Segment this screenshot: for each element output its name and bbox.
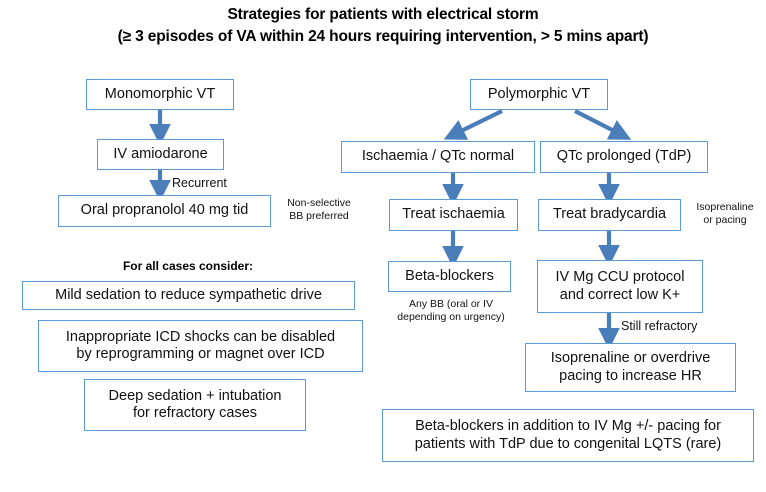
- node-isoprenaline-overdrive-pacing[interactable]: Isoprenaline or overdrive pacing to incr…: [525, 343, 736, 392]
- note-any-bb-line2: depending on urgency): [397, 310, 505, 323]
- node-beta-blockers[interactable]: Beta-blockers: [388, 261, 511, 292]
- note-isoprenaline-line2: or pacing: [703, 213, 747, 226]
- node-oral-propranolol[interactable]: Oral propranolol 40 mg tid: [58, 195, 271, 227]
- edge-label-recurrent: Recurrent: [172, 176, 227, 190]
- node-deep-sedation-line1: Deep sedation + intubation: [108, 387, 282, 404]
- node-deep-sedation-line2: for refractory cases: [132, 405, 258, 421]
- section-label-for-all-cases: For all cases consider:: [122, 259, 254, 273]
- node-deep-sedation[interactable]: Deep sedation + intubation for refractor…: [84, 379, 306, 431]
- node-isoprenaline-overdrive-line1: Isoprenaline or overdrive: [550, 350, 711, 367]
- node-bottom-beta-blockers-lqts[interactable]: Beta-blockers in addition to IV Mg +/- p…: [382, 409, 754, 462]
- node-mild-sedation-label: Mild sedation to reduce sympathetic driv…: [55, 286, 322, 303]
- page-title-line2: (≥ 3 episodes of VA within 24 hours requ…: [117, 28, 649, 45]
- node-monomorphic-vt-label: Monomorphic VT: [104, 85, 216, 102]
- note-isoprenaline-or-pacing: Isoprenaline or pacing: [686, 201, 764, 226]
- node-icd-shocks[interactable]: Inappropriate ICD shocks can be disabled…: [38, 320, 363, 372]
- arrow-polymorphic-to-qtc-prolonged: [574, 109, 632, 140]
- node-beta-blockers-label: Beta-blockers: [405, 267, 494, 284]
- node-iv-mg-line1: IV Mg CCU protocol: [555, 269, 685, 286]
- node-treat-bradycardia[interactable]: Treat bradycardia: [538, 199, 681, 231]
- node-iv-mg-line2: and correct low K+: [559, 286, 681, 303]
- node-treat-ischaemia[interactable]: Treat ischaemia: [389, 199, 518, 231]
- note-isoprenaline-line1: Isoprenaline: [696, 201, 754, 213]
- node-isoprenaline-overdrive-line2: pacing to increase HR: [559, 367, 702, 384]
- node-monomorphic-vt[interactable]: Monomorphic VT: [86, 79, 234, 110]
- node-ischaemia-qtc-normal-label: Ischaemia / QTc normal: [361, 148, 515, 165]
- node-treat-bradycardia-label: Treat bradycardia: [552, 206, 667, 223]
- edge-label-still-refractory: Still refractory: [621, 319, 698, 333]
- node-icd-shocks-line2: by reprogramming or magnet over ICD: [76, 346, 325, 362]
- node-iv-amiodarone[interactable]: IV amiodarone: [97, 139, 224, 170]
- node-polymorphic-vt-label: Polymorphic VT: [487, 85, 591, 102]
- node-mild-sedation[interactable]: Mild sedation to reduce sympathetic driv…: [22, 281, 355, 310]
- node-bottom-bb-line1: Beta-blockers in addition to IV Mg +/- p…: [415, 418, 721, 435]
- note-non-selective-line1: Non-selective: [287, 197, 351, 209]
- page-title-line1: Strategies for patients with electrical …: [227, 6, 539, 23]
- node-treat-ischaemia-label: Treat ischaemia: [402, 206, 505, 223]
- node-ischaemia-qtc-normal[interactable]: Ischaemia / QTc normal: [341, 141, 535, 173]
- node-iv-amiodarone-label: IV amiodarone: [113, 145, 208, 162]
- node-qtc-prolonged-label: QTc prolonged (TdP): [556, 148, 692, 165]
- note-non-selective-bb: Non-selective BB preferred: [277, 197, 361, 222]
- node-iv-mg-ccu-protocol[interactable]: IV Mg CCU protocol and correct low K+: [537, 260, 703, 313]
- node-oral-propranolol-label: Oral propranolol 40 mg tid: [80, 202, 249, 219]
- note-any-bb-line1: Any BB (oral or IV: [408, 298, 494, 310]
- note-non-selective-line2: BB preferred: [289, 209, 349, 222]
- node-bottom-bb-line2: patients with TdP due to congenital LQTS…: [414, 435, 722, 452]
- node-polymorphic-vt[interactable]: Polymorphic VT: [470, 79, 608, 110]
- node-icd-shocks-line1: Inappropriate ICD shocks can be disabled: [65, 328, 336, 345]
- arrow-polymorphic-to-ischaemia: [443, 109, 503, 140]
- node-qtc-prolonged[interactable]: QTc prolonged (TdP): [540, 141, 708, 173]
- note-any-bb: Any BB (oral or IV depending on urgency): [381, 298, 521, 323]
